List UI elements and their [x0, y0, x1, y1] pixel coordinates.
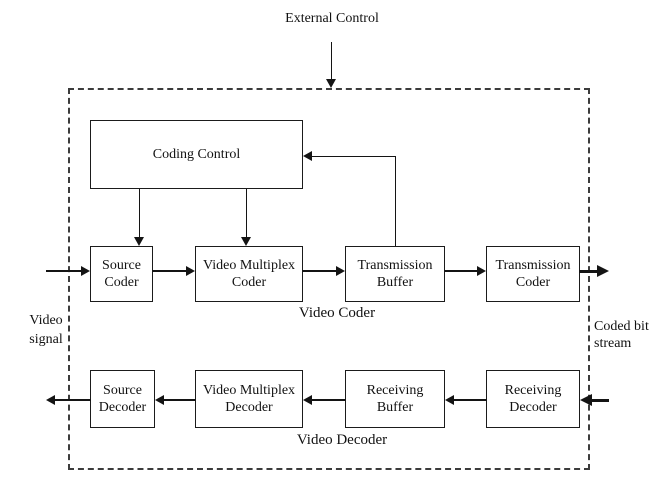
external-control-label: External Control	[285, 11, 379, 26]
coding-control-to-multiplex-arrowhead	[241, 237, 251, 246]
multiplex-to-buffer-arrow-line	[302, 270, 337, 272]
coded-bitstream-output-arrowhead	[597, 265, 609, 277]
box-source-decoder: Source Decoder	[90, 370, 155, 428]
video-signal-output-arrow-line	[54, 399, 91, 401]
buffer-feedback-arrow-vline	[394, 155, 396, 247]
multiplex-to-source-decoder-arrowhead	[155, 395, 164, 405]
box-receiving-buffer: Receiving Buffer	[345, 370, 445, 428]
box-transmission-coder: Transmission Coder	[486, 246, 580, 302]
codec-boundary	[68, 88, 590, 470]
source-coder-to-multiplex-arrow-line	[152, 270, 187, 272]
video-signal-label: Video signal	[29, 313, 63, 347]
multiplex-to-source-decoder-arrow-line	[163, 399, 196, 401]
external-control-arrow-line	[330, 42, 332, 79]
buffer-to-transmission-coder-arrow-line	[444, 270, 478, 272]
coded-bitstream-input-arrowhead	[580, 394, 592, 406]
video-signal-input-arrowhead	[81, 266, 90, 276]
video-decoder-label: Video Decoder	[296, 432, 388, 448]
box-transmission-buffer: Transmission Buffer	[345, 246, 445, 302]
multiplex-to-buffer-arrowhead	[336, 266, 345, 276]
buffer-feedback-arrowhead	[303, 151, 312, 161]
video-coder-label: Video Coder	[298, 305, 376, 321]
box-receiving-decoder: Receiving Decoder	[486, 370, 580, 428]
coded-bitstream-output-arrow-line	[579, 269, 598, 273]
buffer-to-transmission-coder-arrowhead	[477, 266, 486, 276]
source-coder-to-multiplex-arrowhead	[186, 266, 195, 276]
box-source-coder: Source Coder	[90, 246, 153, 302]
video-signal-input-arrow-line	[46, 270, 82, 272]
box-video-multiplex-decoder: Video Multiplex Decoder	[195, 370, 303, 428]
receiving-buffer-to-multiplex-arrow-line	[311, 399, 346, 401]
video-signal-output-arrowhead	[46, 395, 55, 405]
receiving-buffer-to-multiplex-arrowhead	[303, 395, 312, 405]
box-coding-control: Coding Control	[90, 120, 303, 189]
coding-control-to-source-coder-arrow-line	[138, 189, 140, 238]
coded-bitstream-input-arrow-line	[591, 398, 609, 402]
coding-control-to-source-coder-arrowhead	[134, 237, 144, 246]
buffer-feedback-arrow-hline	[311, 155, 396, 157]
coding-control-to-multiplex-arrow-line	[245, 189, 247, 238]
external-control-arrowhead	[326, 79, 336, 88]
box-video-multiplex-coder: Video Multiplex Coder	[195, 246, 303, 302]
receiving-decoder-to-buffer-arrow-line	[453, 399, 487, 401]
receiving-decoder-to-buffer-arrowhead	[445, 395, 454, 405]
coded-bit-stream-label: Coded bit stream	[594, 319, 649, 351]
